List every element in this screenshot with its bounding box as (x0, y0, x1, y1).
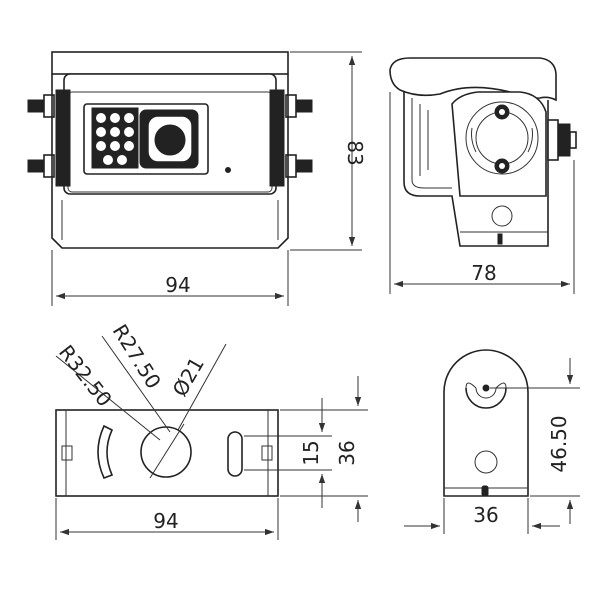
slot-width-label: 15 (299, 440, 323, 465)
bracket-height-label: 36 (335, 440, 359, 465)
bracket-base-label: 36 (473, 503, 498, 527)
front-height-label: 83 (343, 140, 367, 165)
bracket-top-view: R32.50 R27.50 Ø21 94 15 36 (54, 320, 368, 540)
right-slot (227, 431, 243, 477)
bracket-side-plate (443, 349, 529, 497)
side-depth-label: 78 (471, 261, 496, 285)
front-width-label: 94 (165, 273, 190, 297)
pivot-point (482, 384, 490, 392)
side-view: 78 (389, 57, 577, 294)
radius-outer-label: R32.50 (54, 340, 117, 411)
right-rail (269, 89, 285, 187)
bracket-width-label: 94 (153, 509, 178, 533)
left-rail (55, 89, 71, 187)
bracket-side-view: 36 46.50 (404, 349, 580, 534)
side-nut (557, 123, 571, 157)
bracket-arc-slot (465, 387, 507, 409)
hole-diameter-label: Ø21 (168, 353, 209, 401)
left-curved-slot (97, 424, 114, 480)
side-bracket-hole (491, 205, 513, 227)
bracket-side-height-label: 46.50 (547, 415, 571, 472)
front-view: 94 83 (27, 51, 367, 306)
bracket-side-hole (474, 450, 498, 474)
